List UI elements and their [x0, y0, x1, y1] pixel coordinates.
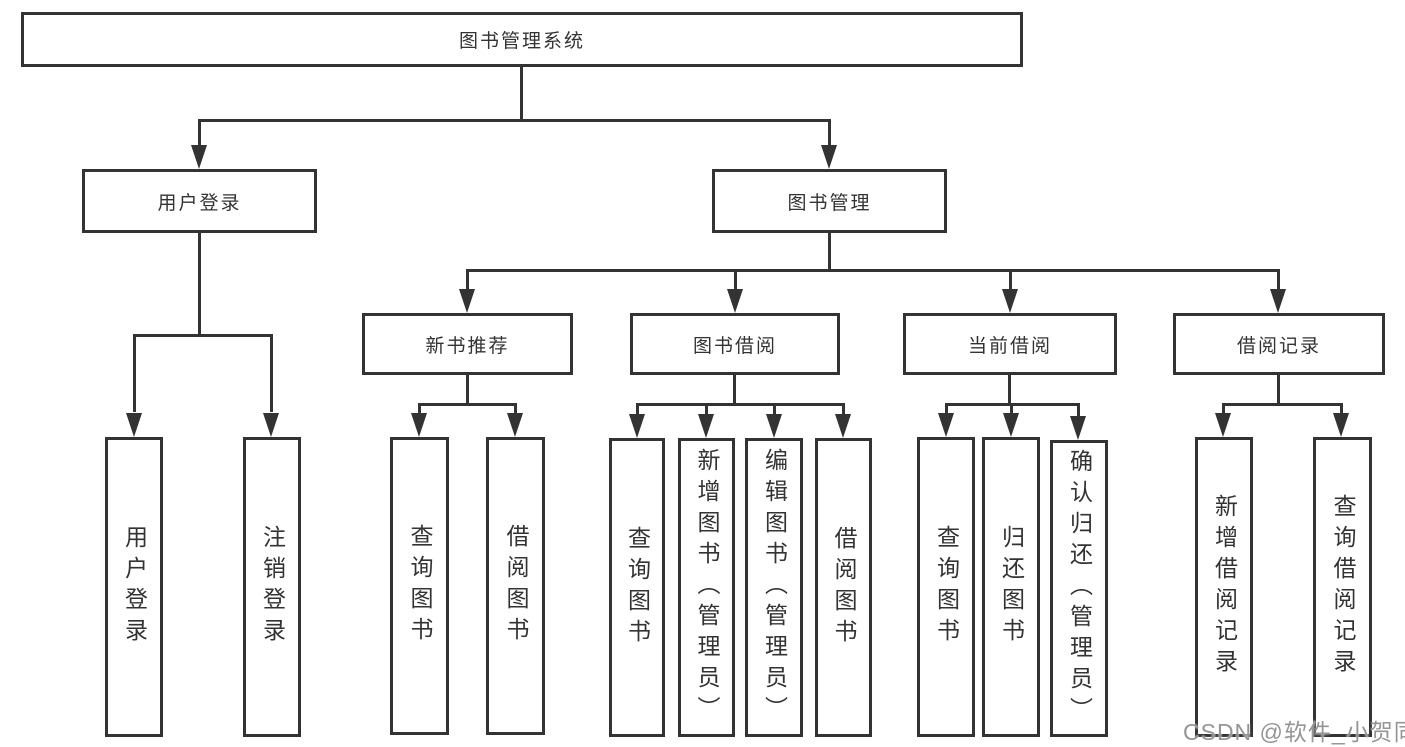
- leaf-logout: 注销登录: [243, 437, 301, 737]
- node-label: 确认归还（管理员）: [1066, 449, 1093, 728]
- node-library-management-system: 图书管理系统: [21, 12, 1023, 67]
- edge-newrec-stem: [466, 375, 469, 406]
- edge-newrec-rail: [418, 403, 517, 406]
- edge-borrow-drop-1: [636, 403, 639, 417]
- node-label: 编辑图书（管理员）: [761, 448, 788, 727]
- arrowhead-icon: [411, 413, 427, 437]
- edge-bookmgmt-rail: [466, 269, 1280, 272]
- arrowhead-icon: [727, 289, 743, 313]
- leaf-records-query-record: 查询借阅记录: [1313, 437, 1372, 737]
- node-label: 用户登录: [157, 192, 242, 214]
- leaf-borrow-query-books: 查询图书: [609, 438, 665, 737]
- leaf-borrow-borrow-books: 借阅图书: [815, 438, 872, 737]
- edge-records-rail: [1222, 403, 1343, 406]
- edge-current-drop-3: [1077, 403, 1080, 417]
- edge-userlogin-rail: [133, 334, 273, 337]
- node-label: 当前借阅: [967, 335, 1052, 357]
- arrowhead-icon: [1215, 413, 1231, 437]
- edge-records-drop-2: [1340, 403, 1343, 417]
- node-label: 用户登录: [121, 525, 148, 649]
- edge-current-stem: [1008, 375, 1011, 406]
- node-label: 新增借阅记录: [1211, 494, 1238, 680]
- edge-root-stem: [520, 67, 523, 120]
- csdn-watermark: CSDN @软件_小贺同学: [1183, 719, 1405, 745]
- edge-borrow-drop-2: [705, 403, 708, 417]
- edge-current-drop-1: [945, 403, 948, 417]
- node-label: 图书管理: [787, 192, 872, 214]
- arrowhead-icon: [1003, 413, 1019, 437]
- edge-current-drop-2: [1010, 403, 1013, 417]
- edge-records-stem: [1277, 375, 1280, 406]
- edge-borrow-drop-3: [773, 403, 776, 417]
- arrowhead-icon: [507, 413, 523, 437]
- arrowhead-icon: [191, 145, 207, 169]
- arrowhead-icon: [459, 289, 475, 313]
- edge-borrow-rail: [636, 403, 844, 406]
- node-label: 借阅记录: [1236, 335, 1321, 357]
- edge-bookmgmt-stem: [828, 233, 831, 272]
- node-current-borrowing: 当前借阅: [903, 313, 1117, 375]
- node-label: 查询借阅记录: [1330, 494, 1356, 680]
- leaf-current-query-books: 查询图书: [917, 437, 975, 737]
- node-label: 借阅图书: [503, 524, 529, 648]
- node-label: 归还图书: [998, 525, 1025, 649]
- edge-root-rail: [198, 119, 831, 122]
- node-user-login-branch: 用户登录: [82, 169, 317, 233]
- node-label: 查询图书: [624, 525, 651, 650]
- arrowhead-icon: [1002, 289, 1018, 313]
- leaf-borrow-edit-books-admin: 编辑图书（管理员）: [745, 438, 803, 737]
- node-label: 新增图书（管理员）: [694, 448, 720, 727]
- leaf-borrow-add-books-admin: 新增图书（管理员）: [678, 438, 735, 737]
- arrowhead-icon: [263, 413, 279, 437]
- edge-bookmgmt-drop-2: [734, 269, 737, 293]
- leaf-newrec-query-books: 查询图书: [390, 437, 449, 735]
- edge-userlogin-stem: [198, 233, 201, 337]
- arrowhead-icon: [698, 414, 714, 438]
- node-label: 图书管理系统: [458, 31, 585, 52]
- leaf-current-confirm-return-admin: 确认归还（管理员）: [1050, 440, 1108, 737]
- node-label: 图书借阅: [692, 335, 777, 357]
- arrowhead-icon: [1270, 289, 1286, 313]
- arrowhead-icon: [766, 414, 782, 438]
- node-label: 查询图书: [933, 525, 960, 649]
- node-label: 新书推荐: [425, 335, 510, 357]
- arrowhead-icon: [629, 414, 645, 438]
- edge-bookmgmt-drop-1: [466, 269, 469, 293]
- leaf-user-login: 用户登录: [105, 437, 163, 737]
- node-book-borrowing: 图书借阅: [630, 313, 840, 375]
- arrowhead-icon: [1333, 413, 1349, 437]
- arrowhead-icon: [126, 413, 142, 437]
- arrowhead-icon: [835, 414, 851, 438]
- edge-userlogin-drop-2: [270, 334, 273, 412]
- edge-borrow-drop-4: [842, 403, 845, 417]
- edge-bookmgmt-drop-3: [1009, 269, 1012, 293]
- leaf-records-add-record: 新增借阅记录: [1195, 437, 1253, 737]
- edge-bookmgmt-drop-4: [1277, 269, 1280, 293]
- node-borrowing-records: 借阅记录: [1173, 313, 1385, 375]
- arrowhead-icon: [1070, 416, 1086, 440]
- edge-newrec-drop-2: [514, 403, 517, 417]
- node-new-book-recommendation: 新书推荐: [362, 313, 573, 375]
- node-label: 查询图书: [407, 524, 433, 648]
- leaf-newrec-borrow-books: 借阅图书: [486, 437, 545, 735]
- node-book-management-branch: 图书管理: [712, 169, 947, 233]
- edge-root-drop-left: [198, 119, 201, 149]
- node-label: 注销登录: [259, 525, 286, 649]
- edge-root-drop-right: [828, 119, 831, 149]
- node-label: 借阅图书: [831, 525, 857, 650]
- leaf-current-return-books: 归还图书: [982, 437, 1040, 737]
- edge-userlogin-drop-1: [133, 334, 136, 412]
- arrowhead-icon: [938, 413, 954, 437]
- edge-borrow-stem: [733, 375, 736, 406]
- edge-newrec-drop-1: [418, 403, 421, 417]
- arrowhead-icon: [821, 145, 837, 169]
- edge-records-drop-1: [1222, 403, 1225, 417]
